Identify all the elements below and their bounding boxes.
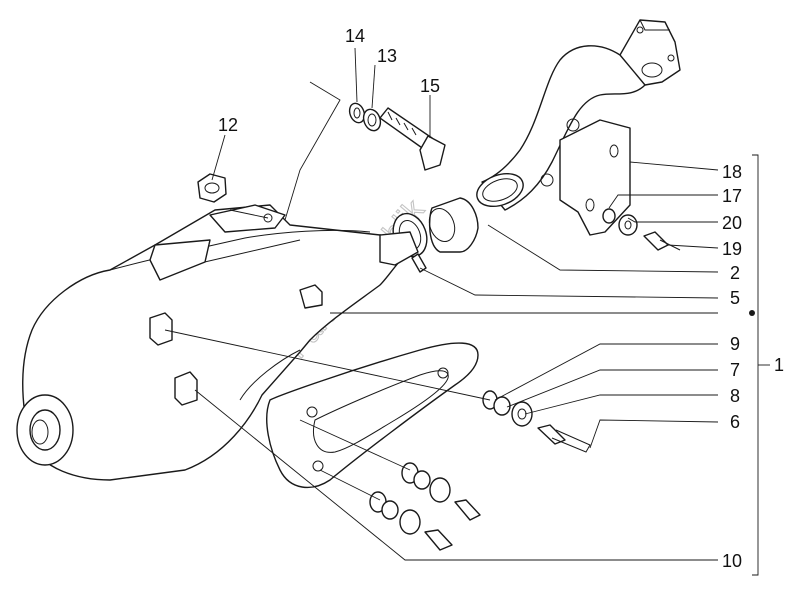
reference-dot: [749, 310, 755, 316]
leader-lines: [164, 47, 770, 576]
callout-1: 1: [774, 355, 784, 375]
callout-17: 17: [722, 186, 742, 206]
washer-20[interactable]: [618, 214, 638, 236]
callout-9: 9: [730, 334, 740, 354]
washer-13[interactable]: [361, 107, 384, 133]
callout-18: 18: [722, 162, 742, 182]
callout-12: 12: [218, 115, 238, 135]
callout-8: 8: [730, 386, 740, 406]
washer-14[interactable]: [347, 101, 367, 125]
callout-15: 15: [420, 76, 440, 96]
callout-6: 6: [730, 412, 740, 432]
callout-14: 14: [345, 26, 365, 46]
bolt-15[interactable]: [379, 107, 446, 171]
callout-2: 2: [730, 263, 740, 283]
callout-5: 5: [730, 288, 740, 308]
washer-17[interactable]: [602, 208, 616, 224]
fasteners-right-upper[interactable]: [482, 390, 591, 453]
callout-20: 20: [722, 213, 742, 233]
callout-19: 19: [722, 239, 742, 259]
callout-13: 13: [377, 46, 397, 66]
fasteners-right-lower[interactable]: [369, 491, 453, 551]
silencer[interactable]: [16, 204, 419, 481]
nut-12[interactable]: [197, 173, 227, 203]
gasket[interactable]: [425, 197, 479, 253]
callout-10: 10: [722, 551, 742, 571]
header-bracket[interactable]: [540, 118, 631, 236]
header-pipe[interactable]: [472, 19, 681, 212]
heat-shield[interactable]: [266, 342, 479, 489]
callout-7: 7: [730, 360, 740, 380]
bolt-19[interactable]: [643, 231, 681, 251]
